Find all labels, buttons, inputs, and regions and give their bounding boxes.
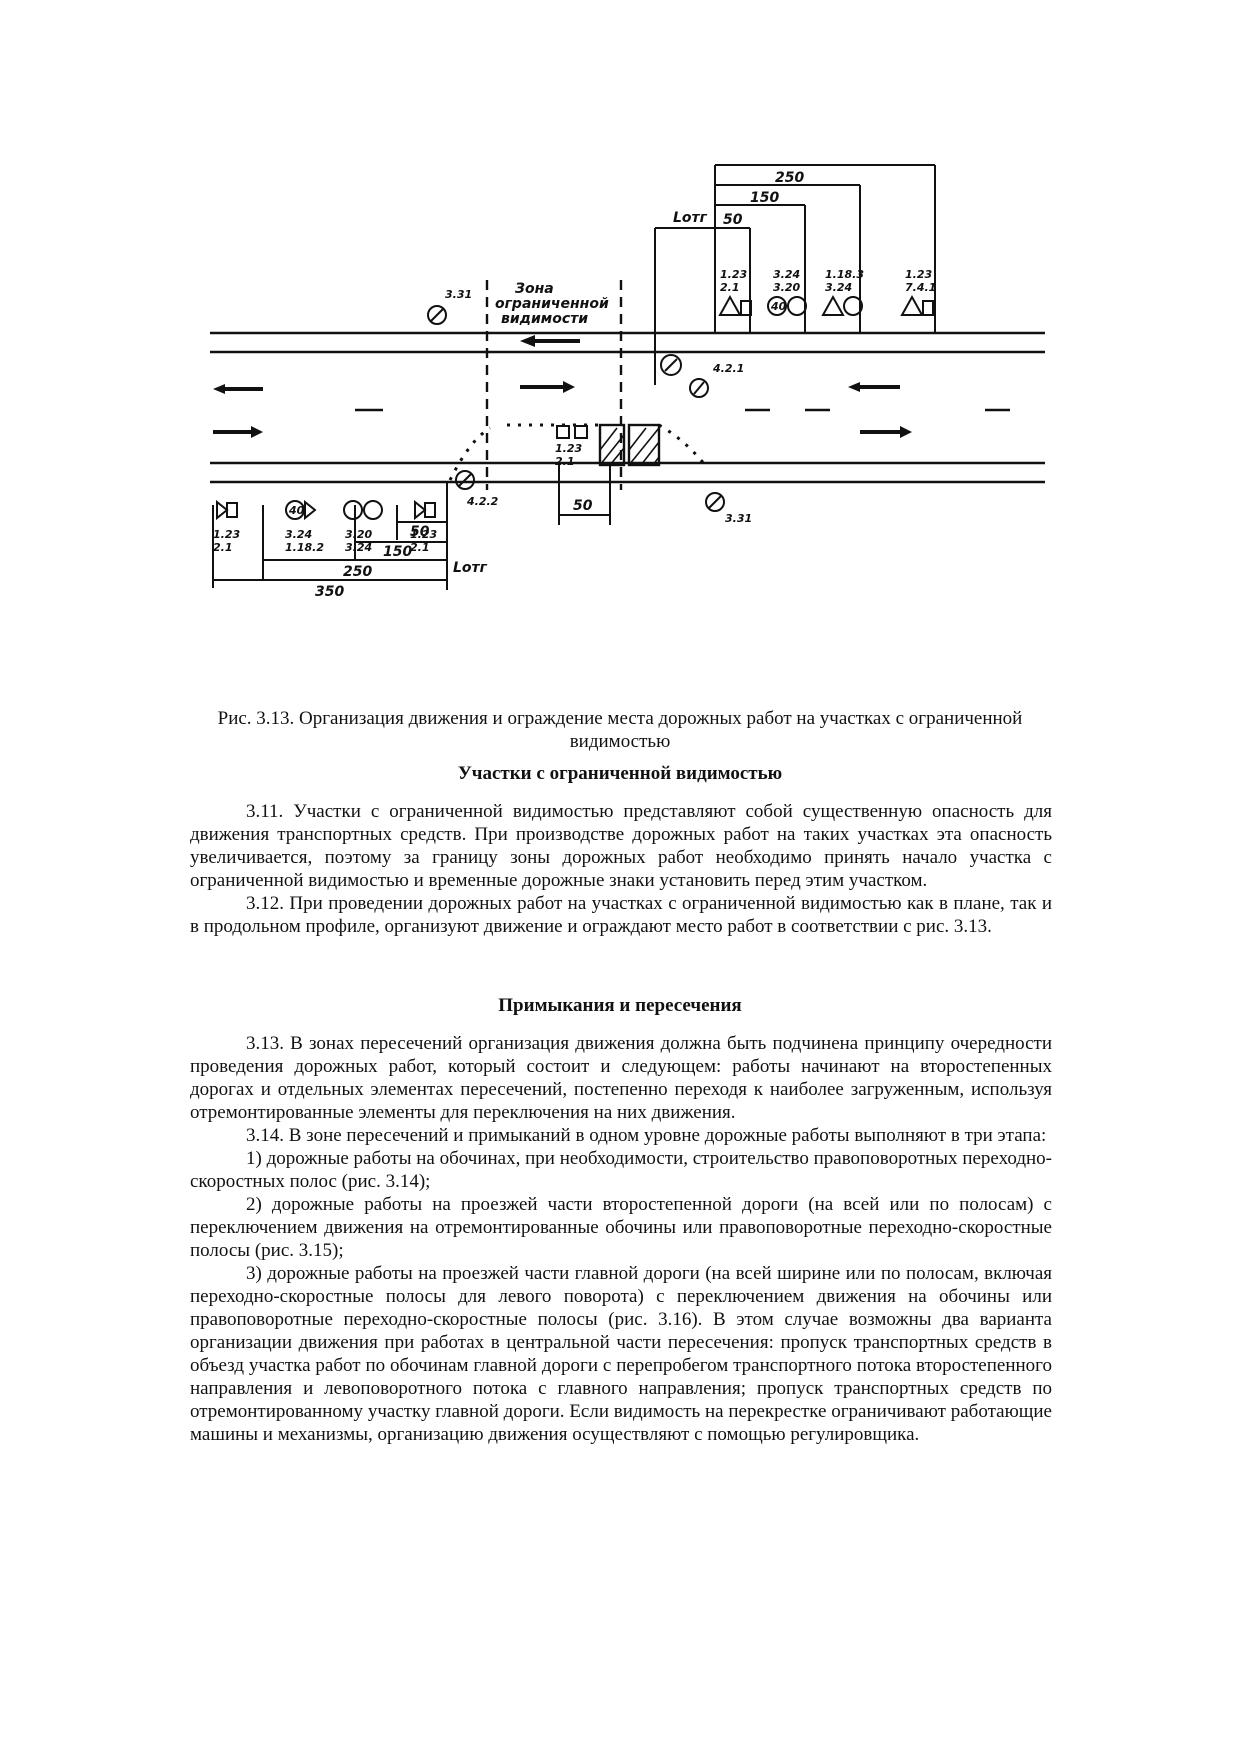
sign-round-arrow-mid — [660, 354, 709, 398]
diagram-canvas: Зона ограниченной видимости Lотг Lотг 35… — [210, 160, 1045, 600]
label-4-2-2: 4.2.2 — [466, 495, 499, 508]
paragraph-3-12: 3.12. При проведении дорожных работ на у… — [190, 893, 1052, 937]
speed-bottom: 40 — [288, 504, 305, 517]
sign-group-top-2 — [767, 296, 807, 316]
speed-top: 40 — [770, 300, 787, 313]
dim-top-250: 250 — [775, 170, 804, 186]
zone-label-2: ограниченной — [495, 296, 609, 312]
paragraph-3-11: 3.11. Участки с ограниченной видимостью … — [190, 801, 1052, 891]
paragraph-3-14: 3.14. В зоне пересечений и примыканий в … — [246, 1125, 1047, 1146]
dim-top-350: 350 — [813, 160, 842, 162]
dim-bottom-50: 50 — [410, 524, 430, 540]
label-3-31-top: 3.31 — [445, 288, 472, 301]
zone-label-3: видимости — [501, 311, 588, 327]
sign-group-top-3 — [821, 294, 863, 316]
paragraph-3-13: 3.13. В зонах пересечений организация дв… — [190, 1033, 1052, 1123]
sign-3-31-top — [427, 305, 447, 325]
sign-group-bottom-2 — [285, 499, 317, 521]
sign-3-31-bottom — [705, 492, 725, 512]
traffic-arrows — [213, 335, 912, 438]
sign-group-top-4 — [900, 294, 934, 316]
dim-bottom-250: 250 — [343, 564, 372, 580]
l-label-top: Lотг — [673, 210, 708, 226]
dim-bottom-150: 150 — [383, 544, 412, 560]
label-3-31-bottom: 3.31 — [725, 512, 752, 525]
sign-group-bottom-4 — [414, 499, 436, 521]
work-zone-block-left — [598, 423, 626, 467]
section-heading-junctions: Примыкания и пересечения — [498, 995, 742, 1016]
sign-group-bottom-1 — [216, 499, 238, 521]
dim-work-50: 50 — [573, 498, 593, 514]
sign-4-2-2 — [455, 470, 475, 490]
section-heading-limited-visibility: Участки с ограниченной видимостью — [457, 763, 783, 784]
paragraph-stage-2: 2) дорожные работы на проезжей части вто… — [190, 1194, 1052, 1261]
paragraph-stage-1: 1) дорожные работы на обочинах, при необ… — [190, 1148, 1052, 1192]
section-body-junctions: 3.13. В зонах пересечений организация дв… — [190, 1032, 1052, 1446]
diagram-labels: Зона ограниченной видимости Lотг Lотг 35… — [315, 160, 842, 600]
section-body-limited-visibility: 3.11. Участки с ограниченной видимостью … — [190, 800, 1052, 938]
top-dimension-lines — [654, 164, 936, 385]
road-works-diagram: Зона ограниченной видимости Lотг Lотг 35… — [205, 160, 1050, 670]
dim-bottom-350: 350 — [315, 584, 344, 600]
bottom-dimension-lines — [212, 463, 611, 590]
dim-top-50: 50 — [723, 212, 743, 228]
figure-caption: Рис. 3.13. Организация движения и огражд… — [217, 708, 1023, 752]
work-zone-block-right — [627, 423, 661, 467]
paragraph-stage-3: 3) дорожные работы на проезжей части гла… — [190, 1263, 1052, 1445]
sign-group-bottom-3 — [343, 500, 383, 520]
label-4-2-1: 4.2.1 — [712, 362, 744, 375]
l-label-bottom: Lотг — [453, 560, 488, 576]
dim-top-150: 150 — [750, 190, 779, 206]
sign-group-work-zone — [556, 425, 588, 439]
zone-label-1: Зона — [515, 281, 554, 297]
sign-group-top-1 — [718, 294, 752, 316]
